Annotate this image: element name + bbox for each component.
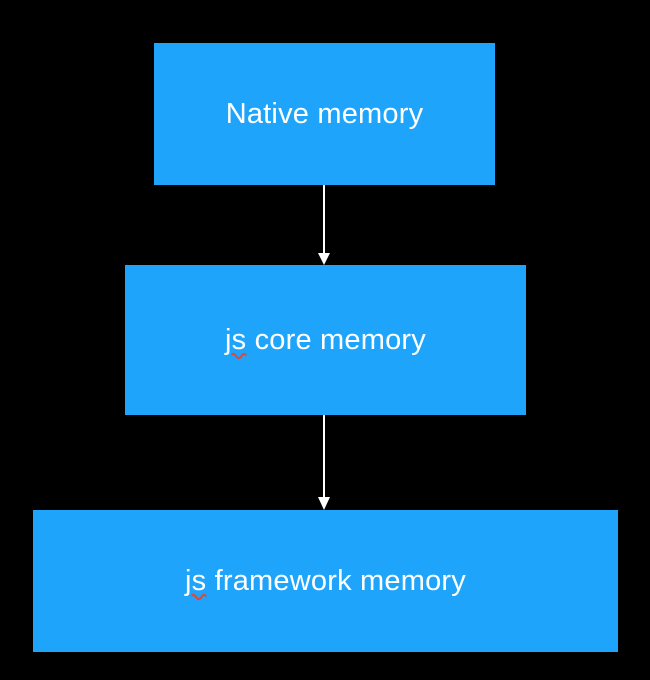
js-framework-memory-label: js framework memory [185,565,466,598]
arrowhead-icon [318,497,330,510]
js-framework-prefix: js [185,564,207,597]
edge-jscore-to-jsframework [318,415,330,510]
js-core-memory-label: js core memory [225,324,426,357]
js-core-memory-node: js core memory [125,265,526,415]
edge-native-to-jscore [318,185,330,265]
native-memory-node: Native memory [154,43,495,185]
native-memory-label: Native memory [225,97,424,130]
js-core-prefix: js [224,323,247,356]
js-framework-rest: framework memory [206,564,466,597]
arrowhead-icon [318,253,330,265]
js-framework-memory-node: js framework memory [33,510,618,652]
js-core-rest: core memory [246,323,426,356]
